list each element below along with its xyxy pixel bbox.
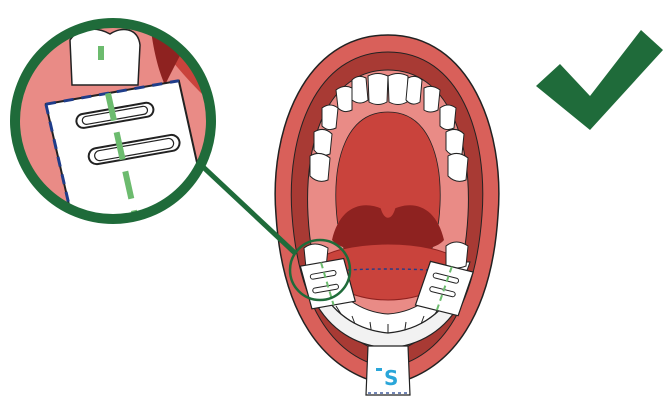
target-circle: [288, 238, 352, 302]
upper-teeth: [309, 73, 469, 182]
magnified-inset: [10, 18, 216, 224]
right-sensor-position: [414, 241, 474, 317]
left-sensor-position: [299, 243, 357, 310]
throat: [332, 205, 444, 254]
brand-letter: S: [384, 366, 398, 390]
magnifier-ring: [10, 18, 216, 224]
left-sensor-slots: [309, 262, 339, 306]
lower-arch: [305, 261, 471, 396]
holder-handle: [365, 345, 411, 396]
zoom-tooth: [69, 28, 141, 86]
brand-logo-icon: S: [376, 366, 398, 390]
right-molar: [445, 241, 469, 269]
uvula: [380, 205, 396, 218]
open-mouth: [274, 34, 500, 396]
check-mark-icon: [536, 30, 663, 130]
right-sensor-slots: [429, 266, 460, 311]
